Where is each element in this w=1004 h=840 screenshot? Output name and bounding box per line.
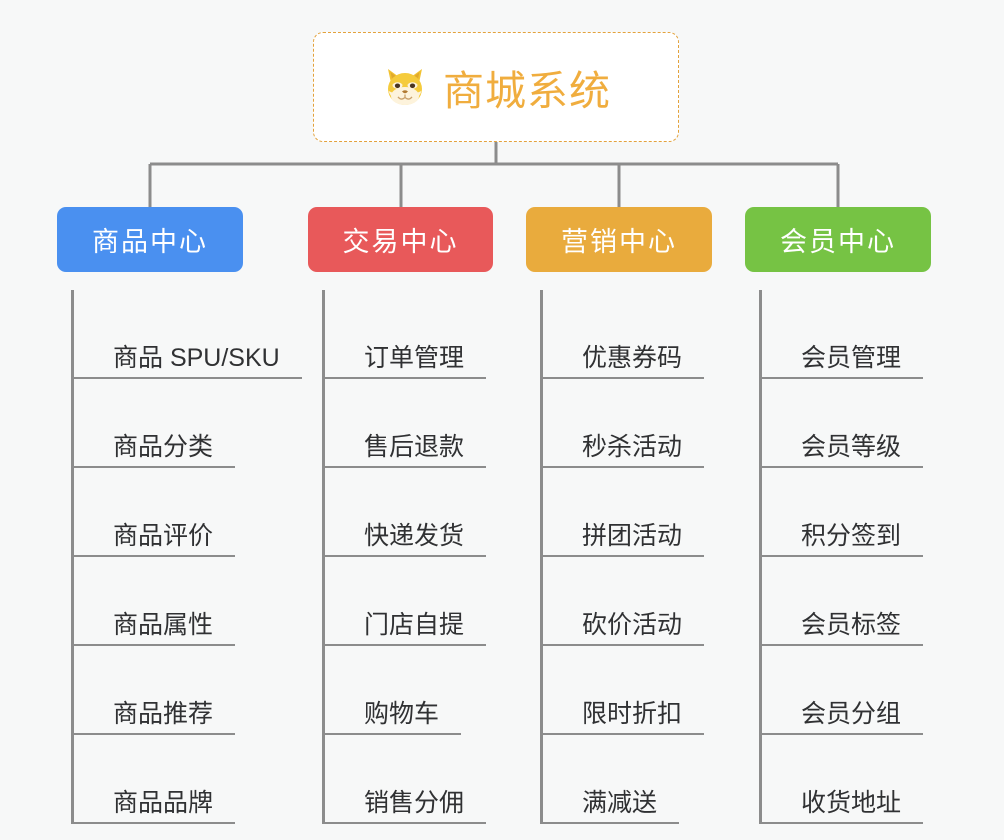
leaf-label: 秒杀活动 <box>582 433 683 461</box>
branch-items-1: 订单管理 售后退款 快递发货 门店自提 购物车 销售分佣 <box>322 290 493 824</box>
leaf-label: 售后退款 <box>364 433 465 461</box>
leaf-node[interactable]: 商品 SPU/SKU <box>74 290 302 379</box>
shiba-dog-face-icon <box>381 63 429 111</box>
leaf-label: 会员等级 <box>801 433 902 461</box>
leaf-label: 商品分类 <box>113 433 214 461</box>
branch-header-3[interactable]: 会员中心 <box>745 207 931 272</box>
leaf-label: 会员标签 <box>801 611 902 639</box>
branch-header-2[interactable]: 营销中心 <box>526 207 712 272</box>
leaf-label: 会员分组 <box>801 700 902 728</box>
leaf-label: 商品品牌 <box>113 789 214 817</box>
leaf-label: 拼团活动 <box>582 522 683 550</box>
leaf-node[interactable]: 拼团活动 <box>543 468 704 557</box>
leaf-node[interactable]: 商品评价 <box>74 468 235 557</box>
branch-items-0: 商品 SPU/SKU 商品分类 商品评价 商品属性 商品推荐 商品品牌 <box>71 290 302 824</box>
root-title: 商城系统 <box>443 68 611 114</box>
leaf-node[interactable]: 快递发货 <box>325 468 486 557</box>
leaf-label: 商品属性 <box>113 611 214 639</box>
branch-column-商品中心: 商品中心 商品 SPU/SKU 商品分类 商品评价 商品属性 商品推荐 商品品牌 <box>57 207 302 824</box>
leaf-label: 销售分佣 <box>364 789 465 817</box>
leaf-label: 快递发货 <box>364 522 465 550</box>
leaf-node[interactable]: 秒杀活动 <box>543 379 704 468</box>
branch-items-3: 会员管理 会员等级 积分签到 会员标签 会员分组 收货地址 <box>759 290 931 824</box>
leaf-label: 会员管理 <box>801 344 902 372</box>
branch-header-1[interactable]: 交易中心 <box>308 207 493 272</box>
leaf-label: 优惠券码 <box>582 344 683 372</box>
leaf-node[interactable]: 积分签到 <box>762 468 923 557</box>
branch-column-会员中心: 会员中心 会员管理 会员等级 积分签到 会员标签 会员分组 收货地址 <box>745 207 931 824</box>
branch-header-0[interactable]: 商品中心 <box>57 207 243 272</box>
leaf-node[interactable]: 会员等级 <box>762 379 923 468</box>
leaf-node[interactable]: 满减送 <box>543 735 679 824</box>
leaf-node[interactable]: 会员分组 <box>762 646 923 735</box>
leaf-node[interactable]: 订单管理 <box>325 290 486 379</box>
leaf-label: 订单管理 <box>364 344 465 372</box>
branch-column-营销中心: 营销中心 优惠券码 秒杀活动 拼团活动 砍价活动 限时折扣 满减送 <box>526 207 712 824</box>
leaf-label: 收货地址 <box>801 789 902 817</box>
leaf-label: 门店自提 <box>364 611 465 639</box>
leaf-label: 商品推荐 <box>113 700 214 728</box>
root-node[interactable]: 商城系统 <box>313 32 679 142</box>
leaf-label: 满减送 <box>582 789 658 817</box>
leaf-label: 积分签到 <box>801 522 902 550</box>
leaf-label: 砍价活动 <box>582 611 683 639</box>
leaf-node[interactable]: 商品品牌 <box>74 735 235 824</box>
leaf-label: 商品评价 <box>113 522 214 550</box>
leaf-node[interactable]: 销售分佣 <box>325 735 486 824</box>
leaf-node[interactable]: 商品推荐 <box>74 646 235 735</box>
leaf-node[interactable]: 售后退款 <box>325 379 486 468</box>
leaf-node[interactable]: 商品分类 <box>74 379 235 468</box>
leaf-label: 购物车 <box>364 700 440 728</box>
leaf-node[interactable]: 门店自提 <box>325 557 486 646</box>
leaf-node[interactable]: 会员管理 <box>762 290 923 379</box>
leaf-node[interactable]: 限时折扣 <box>543 646 704 735</box>
branch-column-交易中心: 交易中心 订单管理 售后退款 快递发货 门店自提 购物车 销售分佣 <box>308 207 493 824</box>
leaf-node[interactable]: 购物车 <box>325 646 461 735</box>
leaf-label: 限时折扣 <box>582 700 683 728</box>
leaf-node[interactable]: 砍价活动 <box>543 557 704 646</box>
leaf-node[interactable]: 收货地址 <box>762 735 923 824</box>
leaf-node[interactable]: 会员标签 <box>762 557 923 646</box>
leaf-label: 商品 SPU/SKU <box>113 344 280 372</box>
leaf-node[interactable]: 优惠券码 <box>543 290 704 379</box>
branch-items-2: 优惠券码 秒杀活动 拼团活动 砍价活动 限时折扣 满减送 <box>540 290 712 824</box>
leaf-node[interactable]: 商品属性 <box>74 557 235 646</box>
